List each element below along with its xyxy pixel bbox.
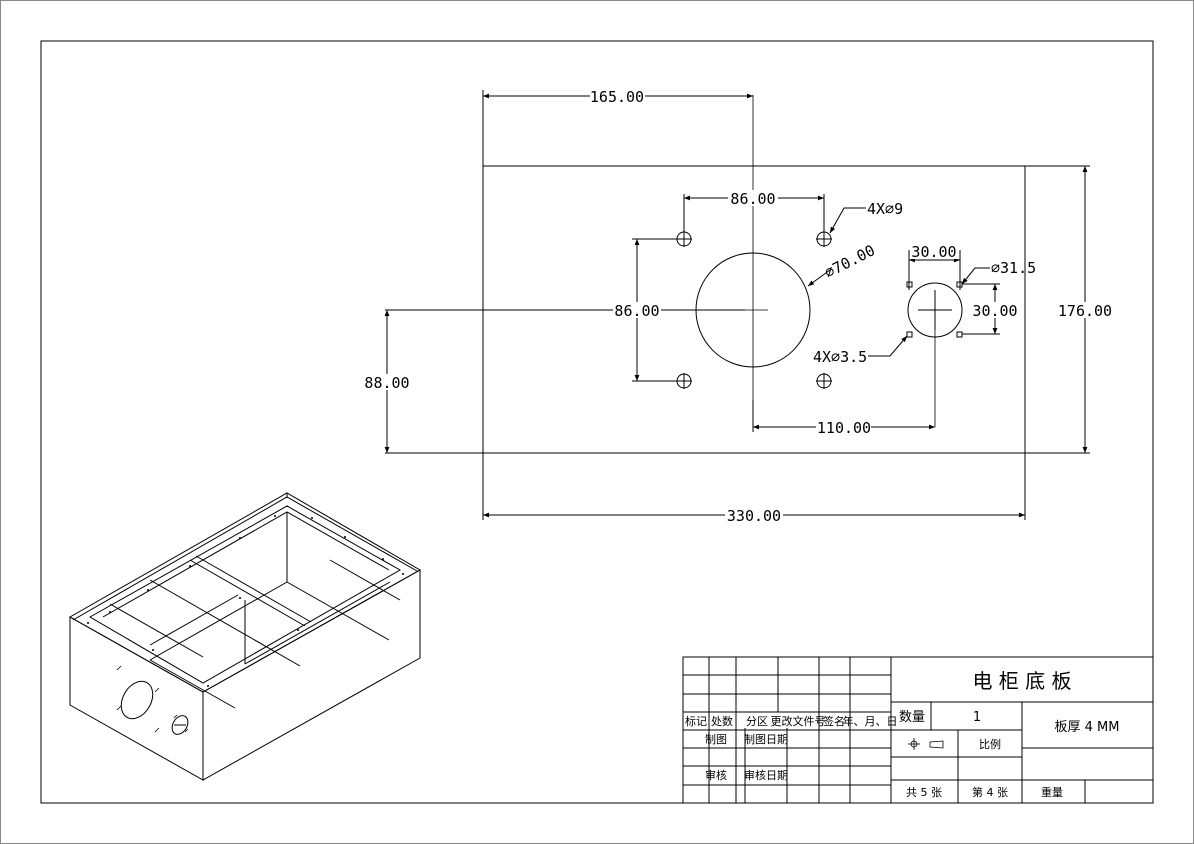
total-sheets: 共 5 张	[906, 786, 942, 799]
dim-330: 330.00	[727, 507, 781, 525]
weight-label: 重量	[1041, 785, 1063, 799]
isometric-view	[68, 492, 422, 781]
rev-header-date: 年、月、日	[843, 714, 898, 728]
qty-value: 1	[973, 710, 981, 725]
rev-header-sign: 签名	[823, 714, 845, 728]
projection-symbol-icon	[908, 738, 944, 750]
drawn-by-label: 制图	[705, 733, 727, 746]
scale-label: 比例	[979, 737, 1001, 751]
dimension-labels: 165.00 86.00 4X⌀9 30.00 ⌀31.5 ⌀70.00 86.…	[363, 88, 1114, 525]
dim-4x9: 4X⌀9	[867, 200, 903, 218]
dim-30-vertical: 30.00	[972, 302, 1017, 320]
qty-label: 数量	[899, 710, 925, 725]
title-block-text: 电 柜 底 板 数量 1 板厚 4 MM 比例 共 5 张 第 4 张 重量 标…	[685, 669, 1119, 799]
rev-header-zone: 分区	[746, 715, 768, 728]
dim-dia-70: ⌀70.00	[822, 241, 878, 282]
rev-header-doc: 更改文件号	[771, 714, 826, 728]
iso-connector-hole	[171, 715, 189, 735]
dim-88: 88.00	[364, 374, 409, 392]
box-top-rim	[68, 492, 422, 693]
dim-86-horizontal: 86.00	[730, 190, 775, 208]
drawn-date-label: 制图日期	[744, 733, 788, 746]
rev-header-count: 处数	[711, 715, 733, 728]
dim-176: 176.00	[1058, 302, 1112, 320]
dim-165: 165.00	[590, 88, 644, 106]
title-block	[682, 656, 1154, 804]
connector-hole-d31-5	[907, 282, 963, 338]
rev-header-mark: 标记	[685, 714, 707, 728]
drawing-frame	[40, 40, 1154, 804]
dim-4x3-5: 4X⌀3.5	[813, 348, 867, 366]
dim-86-vertical: 86.00	[614, 302, 659, 320]
dim-30-horizontal: 30.00	[911, 243, 956, 261]
iso-large-hole	[120, 680, 154, 720]
plate-thickness: 板厚 4 MM	[1055, 720, 1120, 735]
dim-110: 110.00	[817, 419, 871, 437]
box-right-face	[202, 569, 421, 781]
checked-by-label: 审核	[705, 768, 727, 782]
dim-dia-31-5: ⌀31.5	[991, 259, 1036, 277]
sheet-number: 第 4 张	[972, 785, 1008, 799]
checked-date-label: 审核日期	[744, 768, 788, 782]
mount-holes-d9	[676, 231, 832, 389]
part-name: 电 柜 底 板	[972, 669, 1071, 693]
